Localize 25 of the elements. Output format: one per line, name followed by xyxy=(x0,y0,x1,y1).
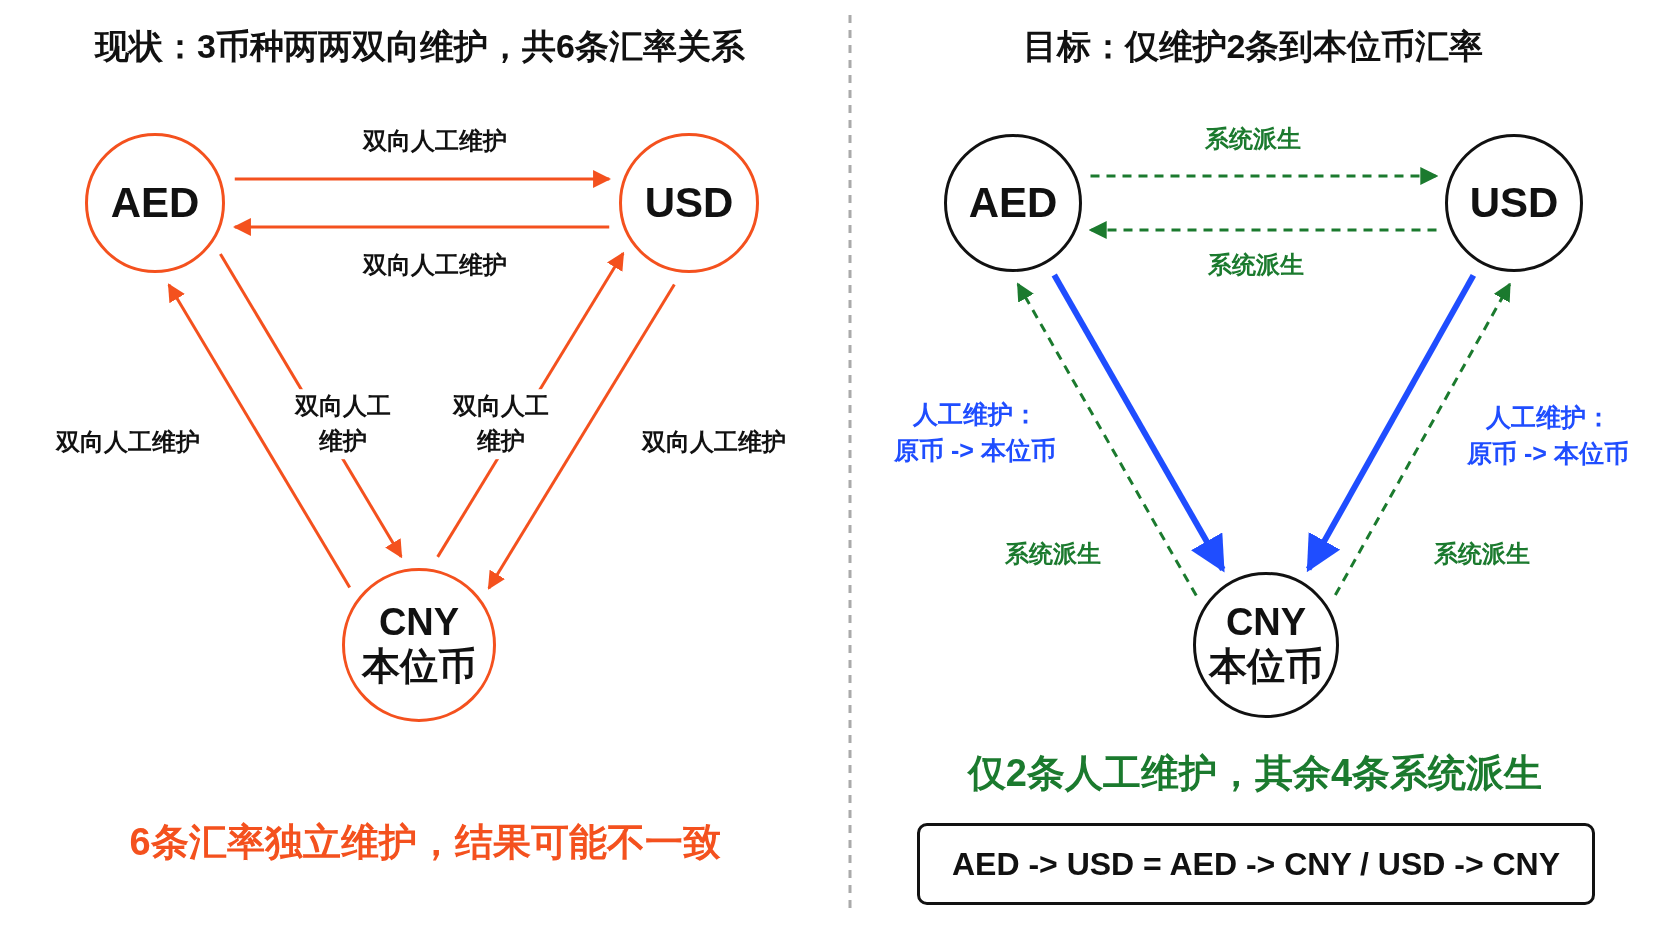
currency-code: CNY xyxy=(378,601,460,645)
arrow xyxy=(1051,273,1226,573)
currency-code: AED xyxy=(110,178,200,228)
arrow xyxy=(232,218,610,236)
currency-code: USD xyxy=(644,178,734,228)
panel-title: 目标：仅维护2条到本位币汇率 xyxy=(1022,26,1484,67)
panel-title: 现状：3币种两两双向维护，共6条汇率关系 xyxy=(95,26,745,67)
currency-code: AED xyxy=(968,178,1058,228)
edge-label: 双向人工维护 xyxy=(453,389,549,459)
arrow xyxy=(1088,221,1437,239)
currency-note: 本位币 xyxy=(1209,645,1323,689)
arrow xyxy=(234,170,612,188)
arrow xyxy=(1334,282,1512,596)
arrow xyxy=(487,283,676,590)
arrow xyxy=(1090,167,1439,185)
arrow xyxy=(167,283,351,589)
formula-box: AED -> USD = AED -> CNY / USD -> CNY xyxy=(917,823,1595,905)
arrow xyxy=(1305,273,1476,573)
edge-label: 双向人工维护 xyxy=(295,389,391,459)
currency-note: 本位币 xyxy=(362,645,476,689)
summary-text: 仅2条人工维护，其余4条系统派生 xyxy=(967,750,1543,796)
arrow xyxy=(1016,282,1198,597)
summary-text: 6条汇率独立维护，结果可能不一致 xyxy=(129,819,721,865)
currency-code: CNY xyxy=(1225,601,1307,645)
currency-code: USD xyxy=(1469,178,1559,228)
